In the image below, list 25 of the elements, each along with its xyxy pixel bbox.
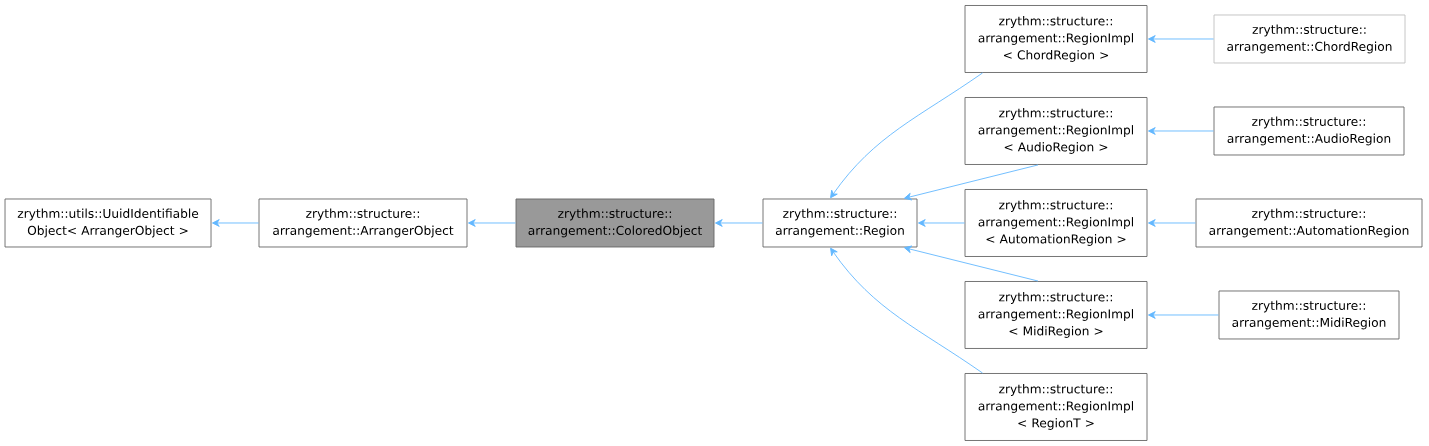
class-box: zrythm::structure:: arrangement::MidiRegion	[1218, 290, 1400, 340]
arrow	[212, 219, 259, 227]
class-box: zrythm::structure:: arrangement::Region	[762, 198, 918, 248]
class-box: zrythm::structure:: arrangement::RegionImpl < MidiRegion >	[964, 281, 1148, 349]
class-box: zrythm::structure:: arrangement::AutomationRegion	[1195, 198, 1423, 248]
arrow	[1148, 219, 1196, 227]
arrow	[830, 247, 983, 374]
class-box: zrythm::structure:: arrangement::RegionImpl < ChordRegion >	[964, 5, 1148, 73]
arrow	[1148, 311, 1219, 319]
arrow	[918, 219, 965, 227]
class-box: zrythm::structure:: arrangement::ChordRegion	[1213, 14, 1406, 64]
arrow	[903, 245, 1039, 282]
arrow	[903, 164, 1039, 201]
class-box: zrythm::utils::UuidIdentifiable Object< ArrangerObject >	[4, 198, 212, 248]
arrow	[1148, 127, 1214, 135]
class-box: zrythm::structure:: arrangement::RegionImpl < AutomationRegion >	[964, 189, 1148, 257]
arrow	[830, 72, 983, 199]
class-box: zrythm::structure:: arrangement::ArrangerObject	[258, 198, 468, 248]
arrow	[715, 219, 763, 227]
arrow	[1148, 35, 1214, 43]
arrow	[468, 219, 516, 227]
class-box: zrythm::structure:: arrangement::RegionImpl < RegionT >	[964, 373, 1148, 441]
class-box: zrythm::structure:: arrangement::RegionImpl < AudioRegion >	[964, 97, 1148, 165]
class-box: zrythm::structure:: arrangement::AudioRegion	[1213, 106, 1405, 156]
class-box: zrythm::structure:: arrangement::ColoredObject	[515, 198, 715, 248]
